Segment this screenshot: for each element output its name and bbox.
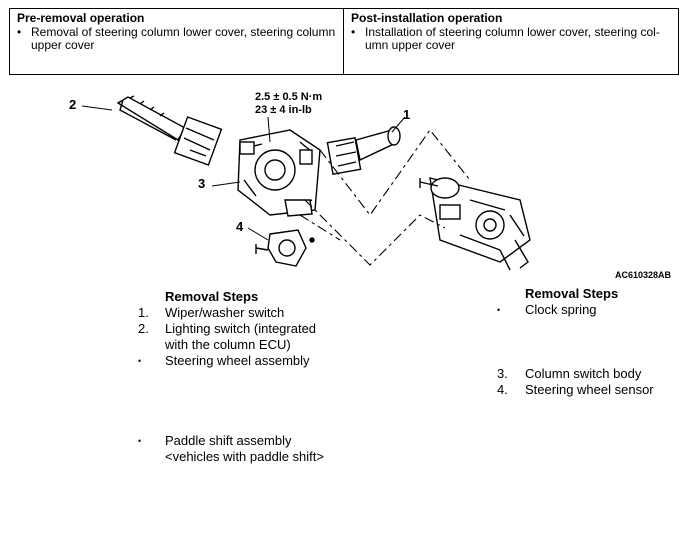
step-text: Steering wheel sensor [525,382,654,397]
step-row: • Steering wheel assembly [138,353,348,369]
step-marker: 3. [497,366,508,381]
lighting-switch-illustration [326,126,401,175]
wiper-switch-illustration [116,95,223,166]
step-row: 2. Lighting switch (integrated with the … [138,321,348,353]
step-marker: • [138,356,142,366]
torque-metric: 2.5 ± 0.5 N·m [255,91,323,103]
post-installation-text: Installation of steering column lower co… [365,25,660,52]
removal-steps-left: Removal Steps 1. Wiper/washer switch 2. … [138,289,348,465]
post-installation-cell: Post-installation operation • Installati… [344,9,678,74]
removal-steps-heading: Removal Steps [165,289,259,304]
figure-id: AC610328AB [615,270,672,280]
step-marker: 4. [497,382,508,397]
pre-removal-item: • Removal of steering column lower cover… [17,26,336,52]
callout-2: 2 [69,97,77,112]
step-text: Column switch body [525,366,642,381]
post-installation-title: Post-installation operation [351,11,503,25]
step-text: Wiper/washer switch [165,305,285,320]
column-switch-body-illustration [237,129,321,217]
removal-steps-heading: Removal Steps [525,286,619,301]
operations-table: Pre-removal operation • Removal of steer… [9,8,679,75]
post-installation-item: • Installation of steering column lower … [351,26,671,52]
pre-removal-title: Pre-removal operation [17,11,145,25]
step-row: 1. Wiper/washer switch [138,305,348,321]
bullet-icon: • [351,25,356,39]
step-text: Lighting switch (integrated with the col… [165,321,317,352]
step-text: Paddle shift assembly <vehicles with pad… [165,433,324,464]
step-row: • Paddle shift assembly <vehicles with p… [138,433,348,465]
step-marker: • [138,436,142,446]
step-text: Clock spring [525,302,597,317]
callout-4: 4 [236,219,244,234]
step-marker: • [497,305,501,315]
bullet-icon: • [17,25,22,39]
pre-removal-text: Removal of steering column lower cover, … [31,25,336,52]
torque-imperial: 23 ± 4 in-lb [255,104,312,116]
steering-column-illustration [419,177,531,271]
step-marker: 1. [138,305,149,320]
removal-steps-right: Removal Steps • Clock spring 3. Column s… [497,286,682,398]
step-marker: 2. [138,321,149,336]
step-row: 3. Column switch body [497,366,682,382]
exploded-view-diagram [81,95,531,271]
step-text: Steering wheel assembly [165,353,310,368]
step-row: • Clock spring [497,302,682,318]
pre-removal-cell: Pre-removal operation • Removal of steer… [10,9,344,74]
callout-1: 1 [403,107,411,122]
steering-wheel-sensor-illustration [255,229,315,267]
callout-3: 3 [198,176,206,191]
step-row: 4. Steering wheel sensor [497,382,682,398]
torque-spec: 2.5 ± 0.5 N·m 23 ± 4 in-lb [255,91,322,117]
